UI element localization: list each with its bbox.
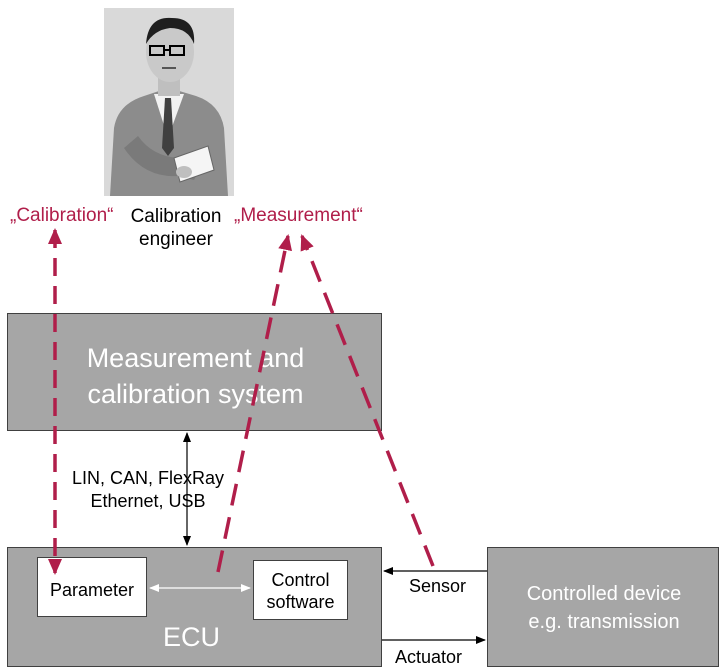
sensor-label: Sensor xyxy=(409,576,467,596)
controlled-device-label: Controlled device e.g. transmission xyxy=(488,580,720,636)
measurement-control-dashed-arrow xyxy=(216,234,292,573)
mcs-title-line2: calibration system xyxy=(87,379,304,409)
control-software-box: Control software xyxy=(253,560,348,620)
controlled-device-box: Controlled device e.g. transmission xyxy=(487,547,719,667)
calibration-engineer-illustration xyxy=(104,8,234,196)
engineer-label-line1: Calibration xyxy=(130,206,222,227)
parameter-label: Parameter xyxy=(49,580,135,600)
mcs-title: Measurement and calibration system xyxy=(8,340,383,412)
engineer-label: Calibration engineer xyxy=(124,205,228,251)
mcs-title-line1: Measurement and xyxy=(86,343,305,373)
measurement-sensor-dashed-arrow xyxy=(300,234,435,567)
control-software-line1: Control xyxy=(271,570,330,590)
control-software-line2: software xyxy=(266,592,335,612)
control-software-label: Control software xyxy=(254,569,347,613)
engineer-label-line2: engineer xyxy=(139,229,213,250)
bus-protocols-line2: Ethernet, USB xyxy=(90,491,206,511)
measurement-label: „Measurement“ xyxy=(234,205,363,226)
ecu-title: ECU xyxy=(163,622,221,652)
measurement-calibration-system-box: Measurement and calibration system xyxy=(7,313,382,431)
controlled-device-line1: Controlled device xyxy=(526,583,682,605)
controlled-device-line2: e.g. transmission xyxy=(528,611,680,633)
actuator-label: Actuator xyxy=(395,647,463,667)
calibration-label: „Calibration“ xyxy=(10,205,114,226)
